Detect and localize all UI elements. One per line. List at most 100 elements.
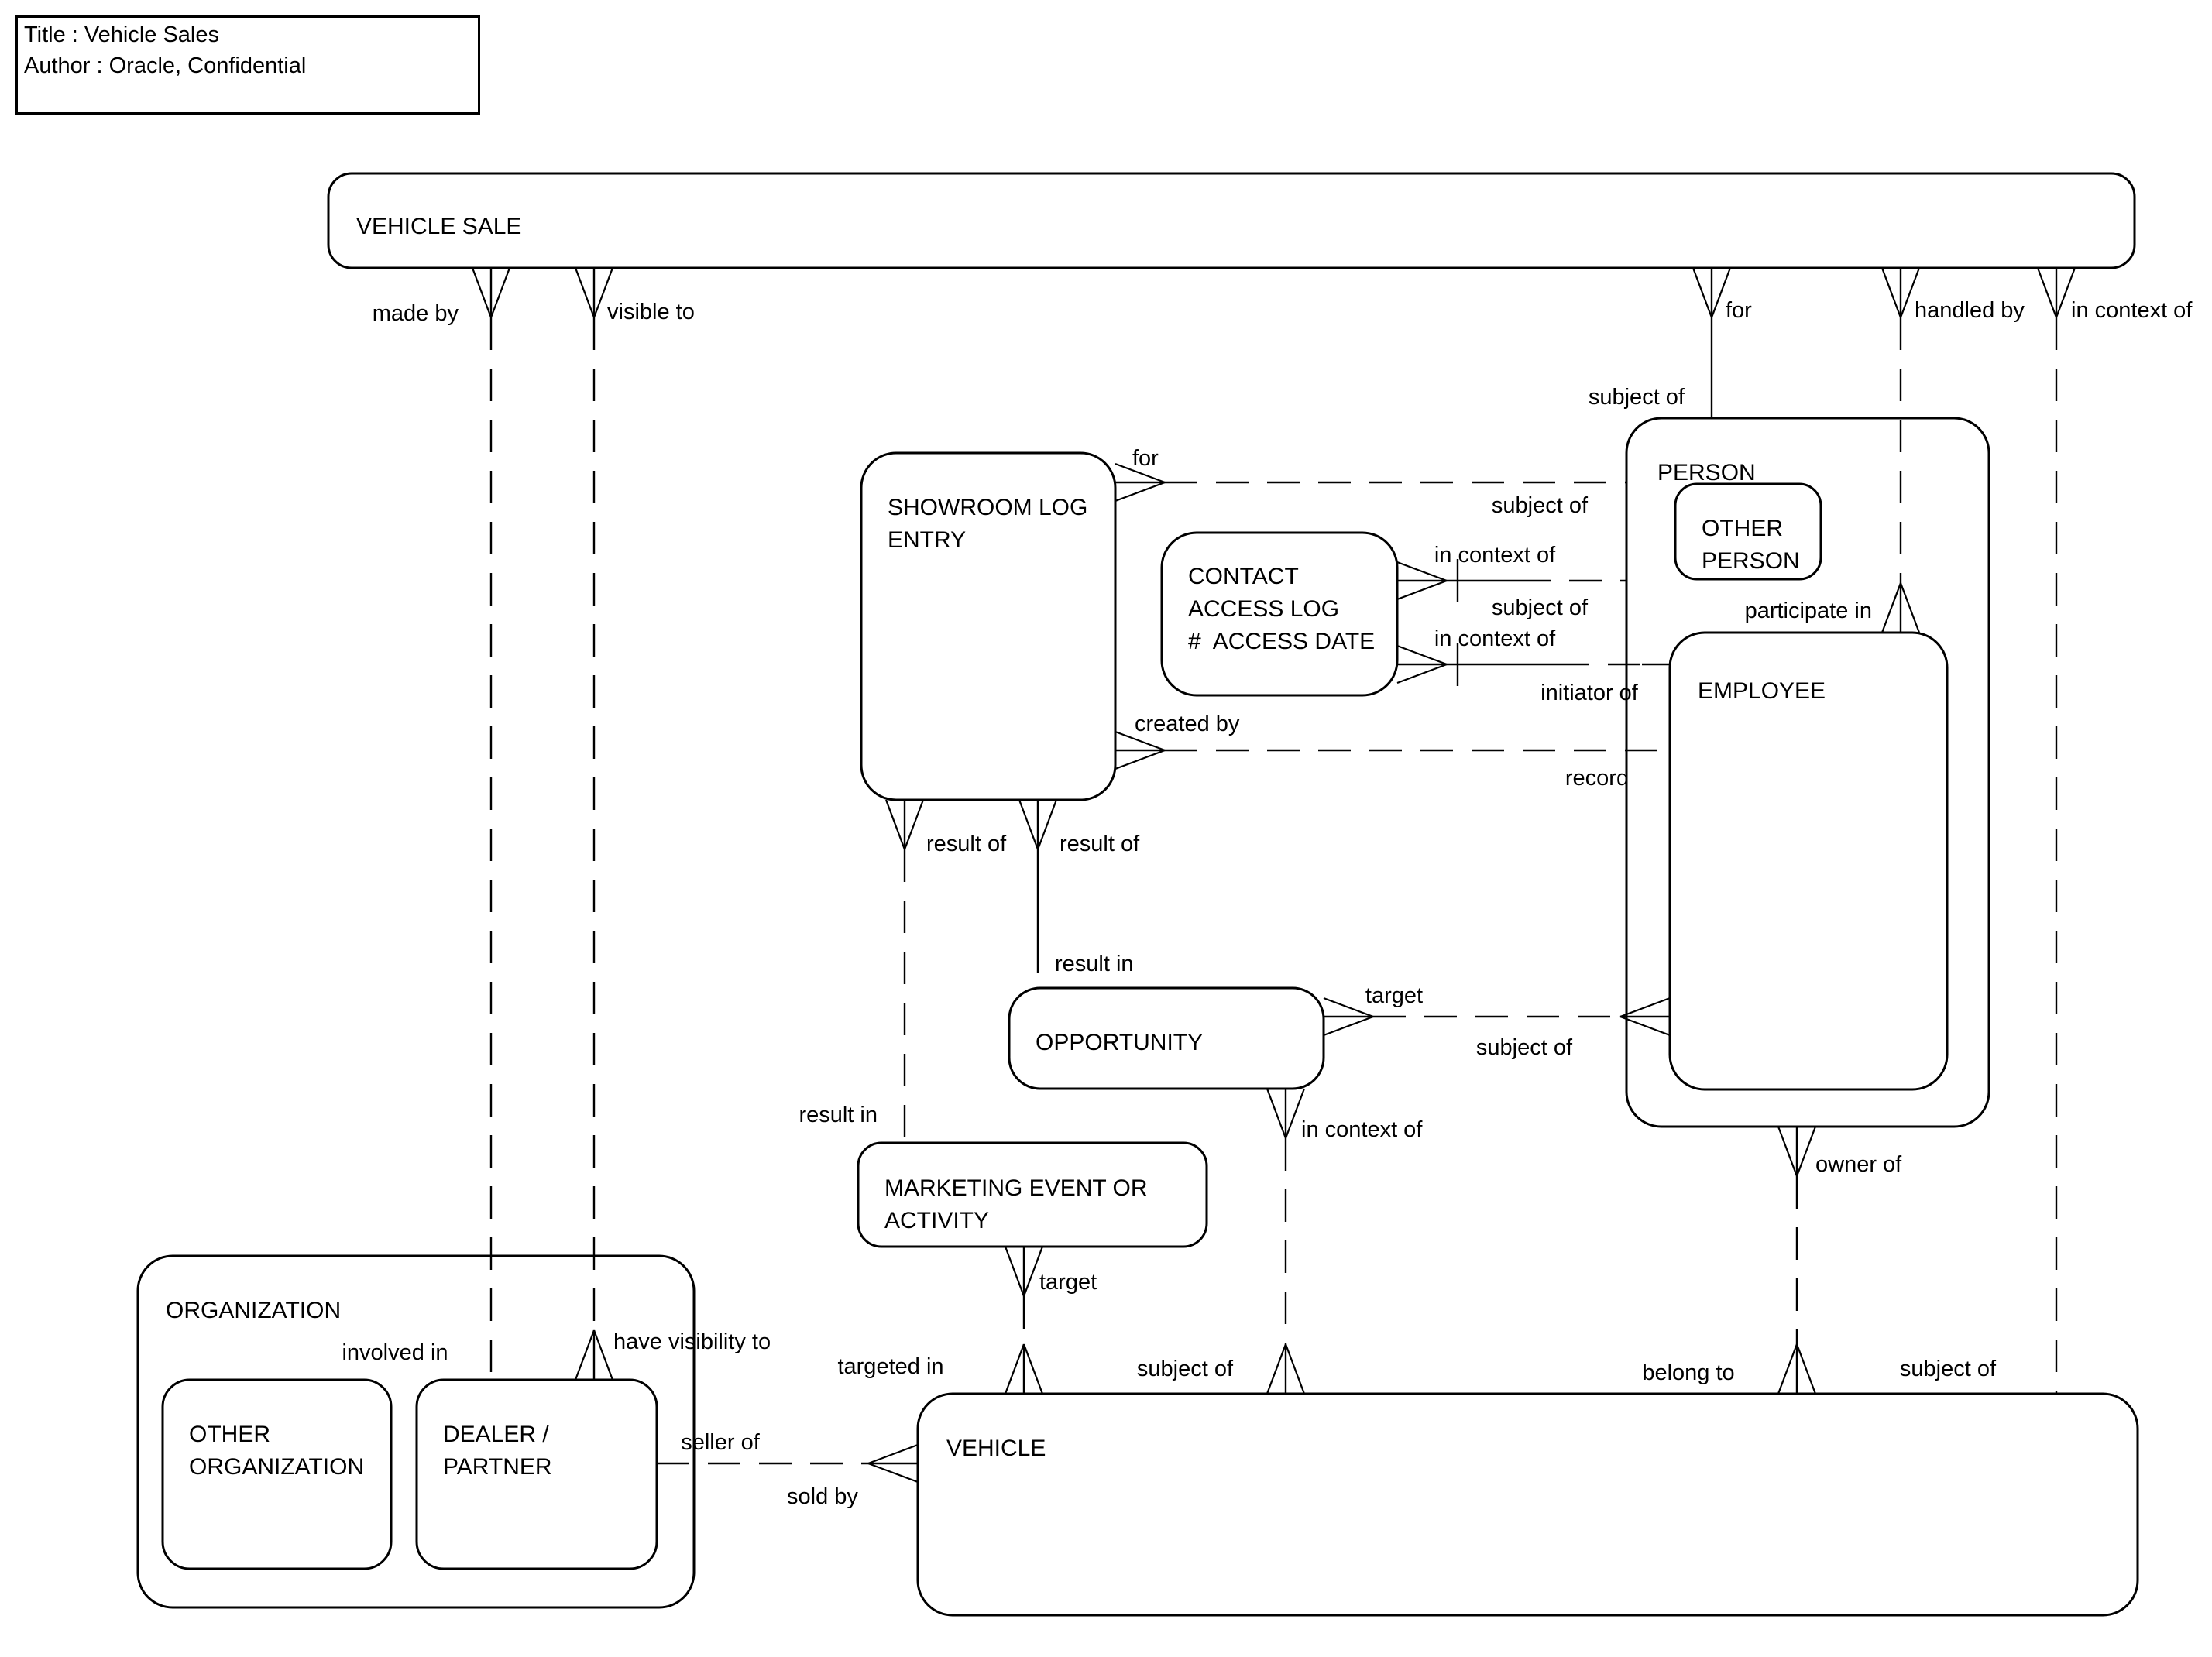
rel-contact-person: in context of subject of: [1396, 543, 1626, 620]
crows-foot-created-by: [1115, 749, 1166, 770]
crows-foot-opportunity-target: [1620, 1015, 1671, 1037]
crows-foot-person-owner-vehicle: [1777, 1343, 1798, 1395]
rel-dealer-vehicle: seller of sold by: [657, 1430, 919, 1509]
crows-foot-created-by: [1115, 730, 1166, 752]
rel-label-contact-person: in context of: [1434, 543, 1556, 568]
rel-label-person-owner-vehicle: belong to: [1642, 1360, 1734, 1385]
rel-label-handled-by: handled by: [1915, 298, 2025, 323]
crows-foot-handled-by: [1881, 267, 1902, 318]
rel-label-marketing-vehicle: targeted in: [837, 1354, 943, 1379]
rel-opportunity-target: target subject of: [1323, 983, 1671, 1060]
rel-label-showroom-for: subject of: [1492, 493, 1589, 518]
entity-showroom-log-entry-box: [860, 451, 1117, 801]
entity-opportunity-box: [1008, 986, 1325, 1090]
rel-result-of-marketing: result of result in: [799, 799, 1007, 1143]
diagram-title-box: Title : Vehicle Sales Author : Oracle, C…: [15, 15, 480, 115]
entity-dealer-partner-box: [415, 1378, 658, 1570]
rel-handled-by: handled by participate in: [1745, 267, 2025, 633]
rel-label-for-person: for: [1726, 298, 1752, 323]
entity-opportunity: OPPORTUNITY: [1008, 986, 1325, 1090]
entity-marketing-event-or-activity-label: MARKETING EVENT OR: [884, 1175, 1148, 1201]
entity-other-person-box: [1674, 482, 1822, 581]
rel-label-showroom-for: for: [1132, 446, 1159, 471]
rel-label-visible-to: visible to: [607, 300, 695, 324]
rel-label-opportunity-vehicle: subject of: [1137, 1357, 1234, 1381]
crows-foot-visible-to: [574, 1329, 596, 1381]
entity-other-organization-label: OTHER: [189, 1422, 270, 1447]
entity-contact-access-log-box: [1160, 531, 1399, 697]
rel-label-for-person: subject of: [1589, 385, 1685, 410]
rel-label-handled-by: participate in: [1745, 599, 1872, 623]
rel-label-result-of-opportunity: result in: [1055, 952, 1134, 976]
entity-marketing-event-or-activity-box: [857, 1141, 1208, 1248]
rel-label-contact-employee: initiator of: [1540, 681, 1639, 705]
rel-created-by: created by record: [1115, 712, 1670, 791]
rel-label-result-of-marketing: result in: [799, 1103, 878, 1127]
rel-label-opportunity-vehicle: in context of: [1301, 1117, 1423, 1142]
crows-foot-opportunity-target: [1323, 1015, 1374, 1037]
entity-other-person-label: OTHER: [1702, 516, 1783, 541]
entity-dealer-partner: DEALER /PARTNER: [415, 1378, 658, 1570]
entity-vehicle: VEHICLE: [916, 1392, 2139, 1617]
entity-marketing-event-or-activity-label: ACTIVITY: [884, 1208, 989, 1233]
crows-foot-opportunity-vehicle: [1284, 1343, 1306, 1395]
rel-label-opportunity-target: target: [1365, 983, 1423, 1008]
crows-foot-for-person: [1710, 267, 1732, 318]
entity-vehicle-sale-label: VEHICLE SALE: [356, 214, 521, 239]
rel-label-result-of-marketing: result of: [926, 832, 1007, 856]
crows-foot-visible-to: [574, 267, 596, 318]
crows-foot-contact-person: [1396, 561, 1448, 582]
crows-foot-handled-by: [1899, 267, 1921, 318]
crows-foot-result-of-opportunity: [1018, 799, 1039, 850]
crows-foot-contact-employee: [1396, 663, 1448, 684]
diagram-author: Author : Oracle, Confidential: [24, 53, 307, 78]
crows-foot-in-context-of-vehicle: [2036, 267, 2058, 318]
crows-foot-visible-to: [592, 1329, 614, 1381]
entity-other-person-label: PERSON: [1702, 548, 1800, 574]
rel-label-dealer-vehicle: sold by: [787, 1484, 858, 1509]
crows-foot-for-person: [1692, 267, 1713, 318]
entity-contact-access-log-label: ACCESS LOG: [1188, 596, 1339, 622]
crows-foot-marketing-vehicle: [1022, 1246, 1044, 1297]
rel-label-created-by: record: [1565, 766, 1629, 791]
entity-dealer-partner-label: PARTNER: [443, 1454, 552, 1480]
crows-foot-result-of-marketing: [884, 799, 906, 850]
entity-other-organization: OTHER ORGANIZATION: [161, 1378, 393, 1570]
crows-foot-opportunity-vehicle: [1284, 1088, 1306, 1139]
crows-foot-marketing-vehicle: [1022, 1343, 1044, 1395]
rel-label-result-of-opportunity: result of: [1060, 832, 1140, 856]
entity-vehicle-box: [916, 1392, 2139, 1617]
crows-foot-dealer-vehicle: [867, 1462, 919, 1484]
rel-label-contact-person: subject of: [1492, 595, 1589, 620]
crows-foot-dealer-vehicle: [867, 1443, 919, 1465]
entity-vehicle-sale-box: [327, 172, 2136, 269]
entity-organization-label: ORGANIZATION: [166, 1298, 341, 1323]
crows-foot-contact-person: [1396, 579, 1448, 601]
crows-foot-marketing-vehicle: [1004, 1246, 1025, 1297]
entity-employee-box: [1668, 631, 1949, 1091]
rel-label-created-by: created by: [1135, 712, 1240, 736]
diagram-title: Title : Vehicle Sales: [24, 22, 219, 47]
entity-showroom-log-entry-label: SHOWROOM LOG: [888, 495, 1087, 520]
crows-foot-person-owner-vehicle: [1795, 1126, 1817, 1177]
entity-person-label: PERSON: [1657, 460, 1756, 485]
entity-vehicle-sale: VEHICLE SALE: [327, 172, 2136, 269]
crows-foot-person-owner-vehicle: [1795, 1343, 1817, 1395]
rel-showroom-for: for subject of: [1115, 446, 1626, 518]
rel-label-marketing-vehicle: target: [1039, 1270, 1097, 1295]
crows-foot-person-owner-vehicle: [1777, 1126, 1798, 1177]
crows-foot-handled-by: [1881, 582, 1902, 633]
rel-for-person: for subject of: [1589, 267, 1752, 418]
rel-label-dealer-vehicle: seller of: [681, 1430, 760, 1455]
entity-other-organization-label: ORGANIZATION: [189, 1454, 364, 1480]
rel-label-in-context-of-vehicle: subject of: [1900, 1357, 1997, 1381]
crows-foot-opportunity-target: [1323, 997, 1374, 1018]
entity-employee-label: EMPLOYEE: [1698, 678, 1826, 704]
crows-foot-handled-by: [1899, 582, 1921, 633]
rel-label-opportunity-target: subject of: [1476, 1035, 1573, 1060]
